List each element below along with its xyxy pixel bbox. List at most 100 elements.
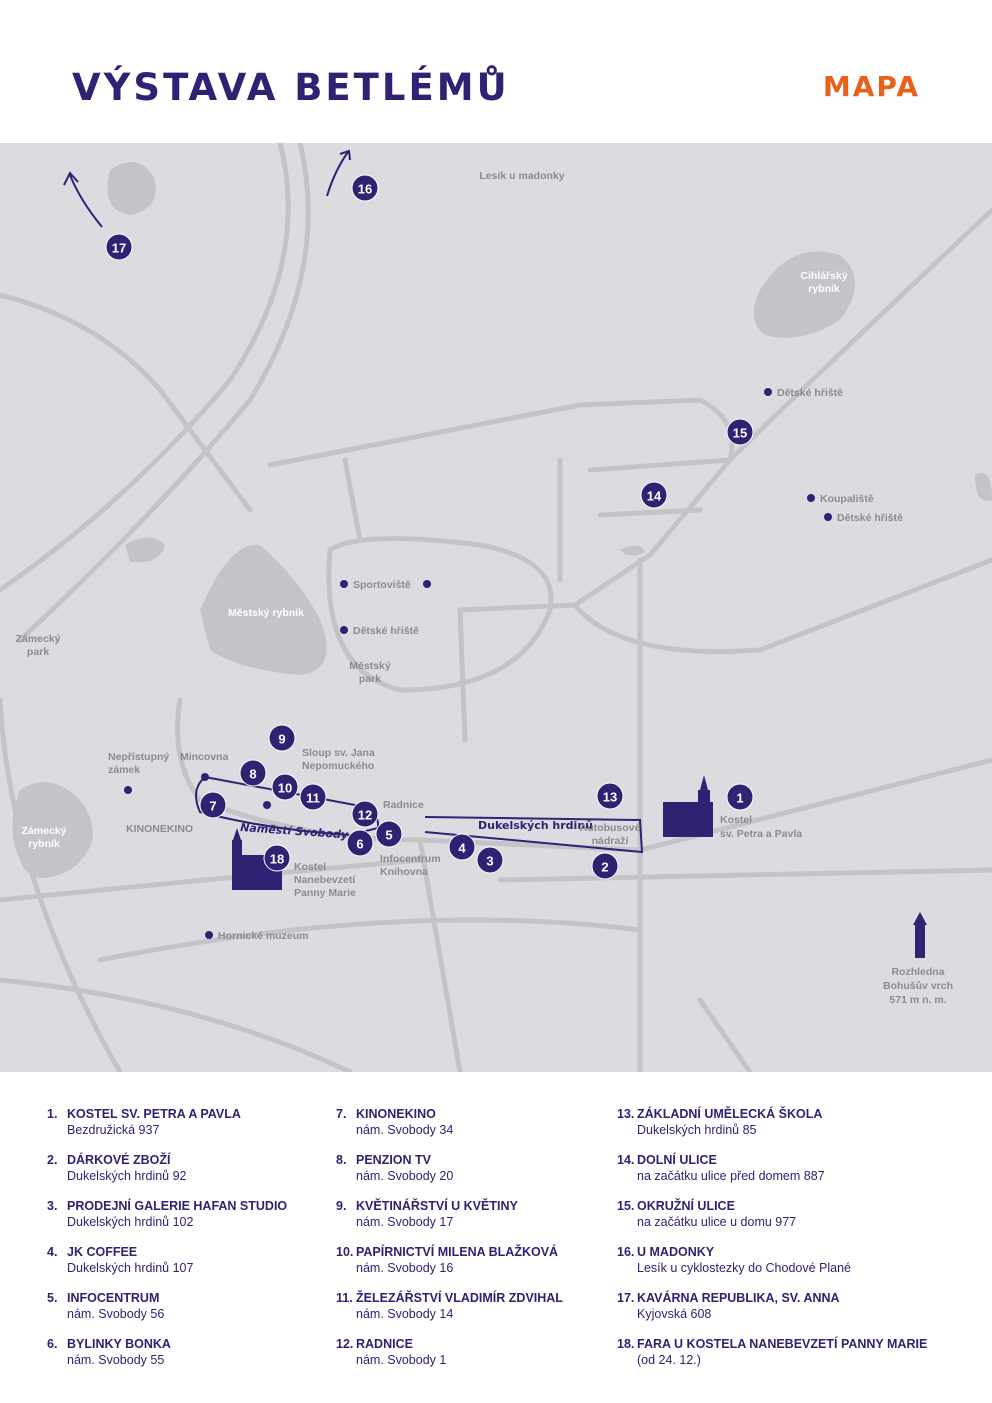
label-hriste-1: Dětské hřiště [777,387,843,399]
label-kinonekino: KINONEKINO [126,823,193,835]
legend-address: na začátku ulice u domu 977 [637,1215,797,1229]
marker-number: 13 [603,790,617,805]
legend-name: KOSTEL SV. PETRA A PAVLA [67,1107,241,1121]
legend-number: 12. [336,1337,354,1351]
legend-number: 2. [47,1153,58,1167]
legend-name: ZÁKLADNÍ UMĚLECKÁ ŠKOLA [637,1107,823,1121]
map-labels: Lesík u madonky Cihlářský rybník Dětské … [16,170,953,1006]
legend-address: nám. Svobody 14 [356,1307,454,1321]
legend-address: (od 24. 12.) [637,1353,701,1367]
map-marker-6[interactable]: 6 [346,829,374,857]
legend-address: Lesík u cyklostezky do Chodové Plané [637,1261,852,1275]
map-marker-17[interactable]: 17 [105,233,133,261]
legend-number: 3. [47,1199,58,1213]
legend-name: U MADONKY [637,1245,715,1259]
marker-number: 5 [385,828,392,843]
legend-column-1: 1. KOSTEL SV. PETRA A PAVLA Bezdružická 93… [47,1106,287,1382]
label-zamecky-park-2: park [27,646,49,658]
legend-address: Dukelských hrdinů 92 [67,1169,187,1183]
map-marker-8[interactable]: 8 [239,759,267,787]
legend-number: 18. [617,1337,635,1351]
map-marker-11[interactable]: 11 [299,783,327,811]
legend-number: 6. [47,1337,58,1351]
marker-number: 2 [601,860,608,875]
legend-number: 1. [47,1107,58,1121]
label-rozhledna: Rozhledna [891,966,944,978]
legend-item: 10.PAPÍRNICTVÍ MILENA BLAŽKOVÁ nám. Svobo… [336,1244,563,1290]
marker-number: 4 [458,841,466,856]
legend-address: nám. Svobody 56 [67,1307,165,1321]
label-infocentrum-2: Knihovna [380,866,428,878]
town-map[interactable]: Lesík u madonky Cihlářský rybník Dětské … [0,143,992,1072]
map-marker-1[interactable]: 1 [726,783,754,811]
label-zamecky-park: Zámecký [16,633,61,645]
legend-name: KINONEKINO [356,1107,436,1121]
map-marker-9[interactable]: 9 [268,724,296,752]
map-marker-5[interactable]: 5 [375,820,403,848]
legend-name: RADNICE [356,1337,413,1351]
legend-number: 4. [47,1245,58,1259]
legend-number: 16. [617,1245,635,1259]
label-mestsky-park: Městský [349,660,391,672]
legend-address: Dukelských hrdinů 107 [67,1261,194,1275]
legend-address: nám. Svobody 20 [356,1169,454,1183]
legend-number: 15. [617,1199,635,1213]
label-muzeum: Hornické muzeum [218,930,308,942]
label-sloup: Sloup sv. Jana [302,747,375,759]
legend-name: DÁRKOVÉ ZBOŽÍ [67,1153,171,1167]
legend-name: PRODEJNÍ GALERIE HAFAN STUDIO [67,1199,288,1213]
legend-item: 16.U MADONKY Lesík u cyklostezky do Chodo… [617,1244,927,1290]
map-marker-2[interactable]: 2 [591,852,619,880]
map-marker-15[interactable]: 15 [726,418,754,446]
legend-name: FARA U KOSTELA NANEBEVZETÍ PANNY MARIE [637,1337,928,1351]
marker-number: 14 [647,489,662,504]
marker-number: 16 [358,182,372,197]
label-mestsky-park-2: park [359,673,381,685]
roads [0,143,992,1072]
legend-address: Bezdružická 937 [67,1123,160,1137]
marker-number: 15 [733,426,747,441]
marker-number: 9 [278,732,285,747]
label-kostel-pp: Kostel [720,814,752,826]
legend-name: PAPÍRNICTVÍ MILENA BLAŽKOVÁ [356,1245,559,1259]
label-cihlarsky-2: rybník [808,283,840,295]
label-infocentrum: Infocentrum [380,853,441,865]
legend-number: 10. [336,1245,354,1259]
map-marker-16[interactable]: 16 [351,174,379,202]
map-marker-18[interactable]: 18 [263,844,291,872]
map-marker-10[interactable]: 10 [271,773,299,801]
map-marker-14[interactable]: 14 [640,481,668,509]
map-marker-4[interactable]: 4 [448,833,476,861]
legend-item: 1. KOSTEL SV. PETRA A PAVLA Bezdružická 93… [47,1106,287,1152]
legend-number: 14. [617,1153,635,1167]
legend-number: 11. [336,1291,353,1305]
legend-number: 5. [47,1291,58,1305]
marker-number: 11 [306,791,320,806]
legend-name: KVĚTINÁŘSTVÍ U KVĚTINY [356,1199,518,1213]
legend-address: nám. Svobody 34 [356,1123,454,1137]
tower-icon-rozhledna [913,912,927,958]
poi-dots [124,388,832,939]
label-zamecky-rybnik-2: rybník [28,838,60,850]
map-marker-13[interactable]: 13 [596,782,624,810]
map-marker-7[interactable]: 7 [199,791,227,819]
legend-name: INFOCENTRUM [67,1291,160,1305]
legend-name: PENZION TV [356,1153,432,1167]
map-marker-3[interactable]: 3 [476,846,504,874]
legend-name: ŽELEZÁŘSTVÍ VLADIMÍR ZDVIHAL [356,1291,563,1305]
legend-address: nám. Svobody 16 [356,1261,454,1275]
label-autobus-2: nádraží [592,835,630,847]
map-marker-12[interactable]: 12 [351,800,379,828]
